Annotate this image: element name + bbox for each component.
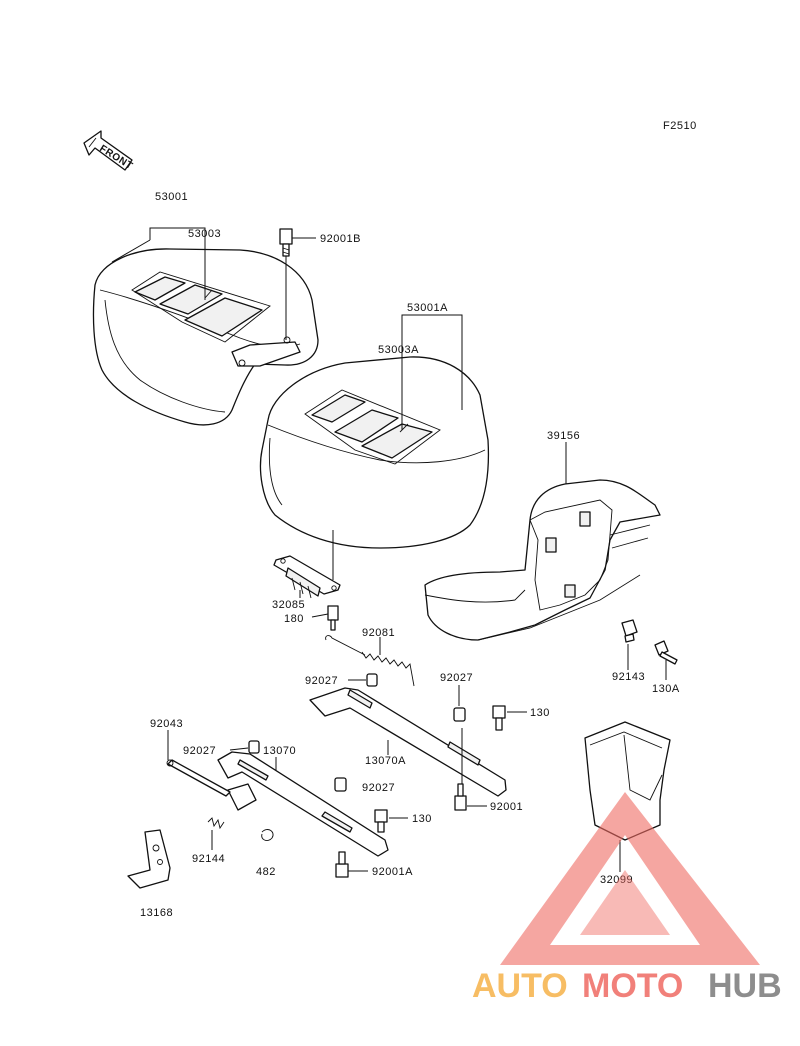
bolt-92001A[interactable] <box>335 851 349 878</box>
label-92143[interactable]: 92143 <box>612 671 645 683</box>
label-92001A[interactable]: 92001A <box>372 866 413 878</box>
label-130-upper[interactable]: 130 <box>530 707 550 719</box>
pin-92043[interactable] <box>166 759 231 797</box>
leader-lines <box>111 227 667 872</box>
label-482[interactable]: 482 <box>256 866 276 878</box>
bolt-130A[interactable] <box>654 640 678 665</box>
collar-92027-upper[interactable] <box>366 673 378 687</box>
watermark-triangle-icon <box>500 792 760 965</box>
bolt-130-upper[interactable] <box>492 705 506 731</box>
label-53001[interactable]: 53001 <box>155 191 188 203</box>
label-92043[interactable]: 92043 <box>150 718 183 730</box>
label-13168[interactable]: 13168 <box>140 907 173 919</box>
label-92081[interactable]: 92081 <box>362 627 395 639</box>
watermark-logo: AUTO MOTO HUB <box>472 792 782 1005</box>
label-53003A[interactable]: 53003A <box>378 344 419 356</box>
collar-92027-right[interactable] <box>453 707 466 722</box>
label-32099[interactable]: 32099 <box>600 874 633 886</box>
bracket-13168[interactable] <box>127 829 171 889</box>
label-53001A[interactable]: 53001A <box>407 302 448 314</box>
front-arrow-icon: FRONT <box>83 130 135 172</box>
collar-92027-left[interactable] <box>248 740 260 754</box>
bolt-180[interactable] <box>327 605 339 631</box>
clip-482[interactable] <box>261 829 274 841</box>
label-92144[interactable]: 92144 <box>192 853 225 865</box>
seat-53001A[interactable] <box>259 356 490 549</box>
label-92027-lower[interactable]: 92027 <box>362 782 395 794</box>
watermark-auto: AUTO <box>472 967 568 1005</box>
label-32085[interactable]: 32085 <box>272 599 305 611</box>
bracket-32085[interactable] <box>273 555 341 599</box>
bin-32099[interactable] <box>584 721 671 841</box>
label-13070[interactable]: 13070 <box>263 745 296 757</box>
bolt-92001[interactable] <box>454 783 467 811</box>
bolt-130-lower[interactable] <box>374 809 388 833</box>
spring-92081[interactable] <box>325 635 415 687</box>
part-labels: 53001 53003 92001B 53001A 53003A 39156 3… <box>140 191 680 919</box>
storage-box-39156[interactable] <box>424 479 661 641</box>
spring-92144[interactable] <box>207 817 225 830</box>
seat-53001[interactable] <box>92 248 319 426</box>
bracket-13070A[interactable] <box>309 687 507 797</box>
collar-92027-lower[interactable] <box>334 777 347 792</box>
label-13070A[interactable]: 13070A <box>365 755 406 767</box>
label-130-lower[interactable]: 130 <box>412 813 432 825</box>
label-53003[interactable]: 53003 <box>188 228 221 240</box>
bracket-13070[interactable] <box>217 751 389 857</box>
watermark-hub: HUB <box>708 967 782 1005</box>
label-39156[interactable]: 39156 <box>547 430 580 442</box>
label-180[interactable]: 180 <box>284 613 304 625</box>
watermark-moto: MOTO <box>582 967 683 1005</box>
label-92001[interactable]: 92001 <box>490 801 523 813</box>
label-92027-right[interactable]: 92027 <box>440 672 473 684</box>
bolt-92143[interactable] <box>621 619 638 643</box>
label-92027-left[interactable]: 92027 <box>183 745 216 757</box>
bolt-92001B[interactable] <box>279 228 293 257</box>
label-92027-upper[interactable]: 92027 <box>305 675 338 687</box>
label-130A[interactable]: 130A <box>652 683 680 695</box>
figure-code: F2510 <box>663 120 697 132</box>
label-92001B[interactable]: 92001B <box>320 233 361 245</box>
